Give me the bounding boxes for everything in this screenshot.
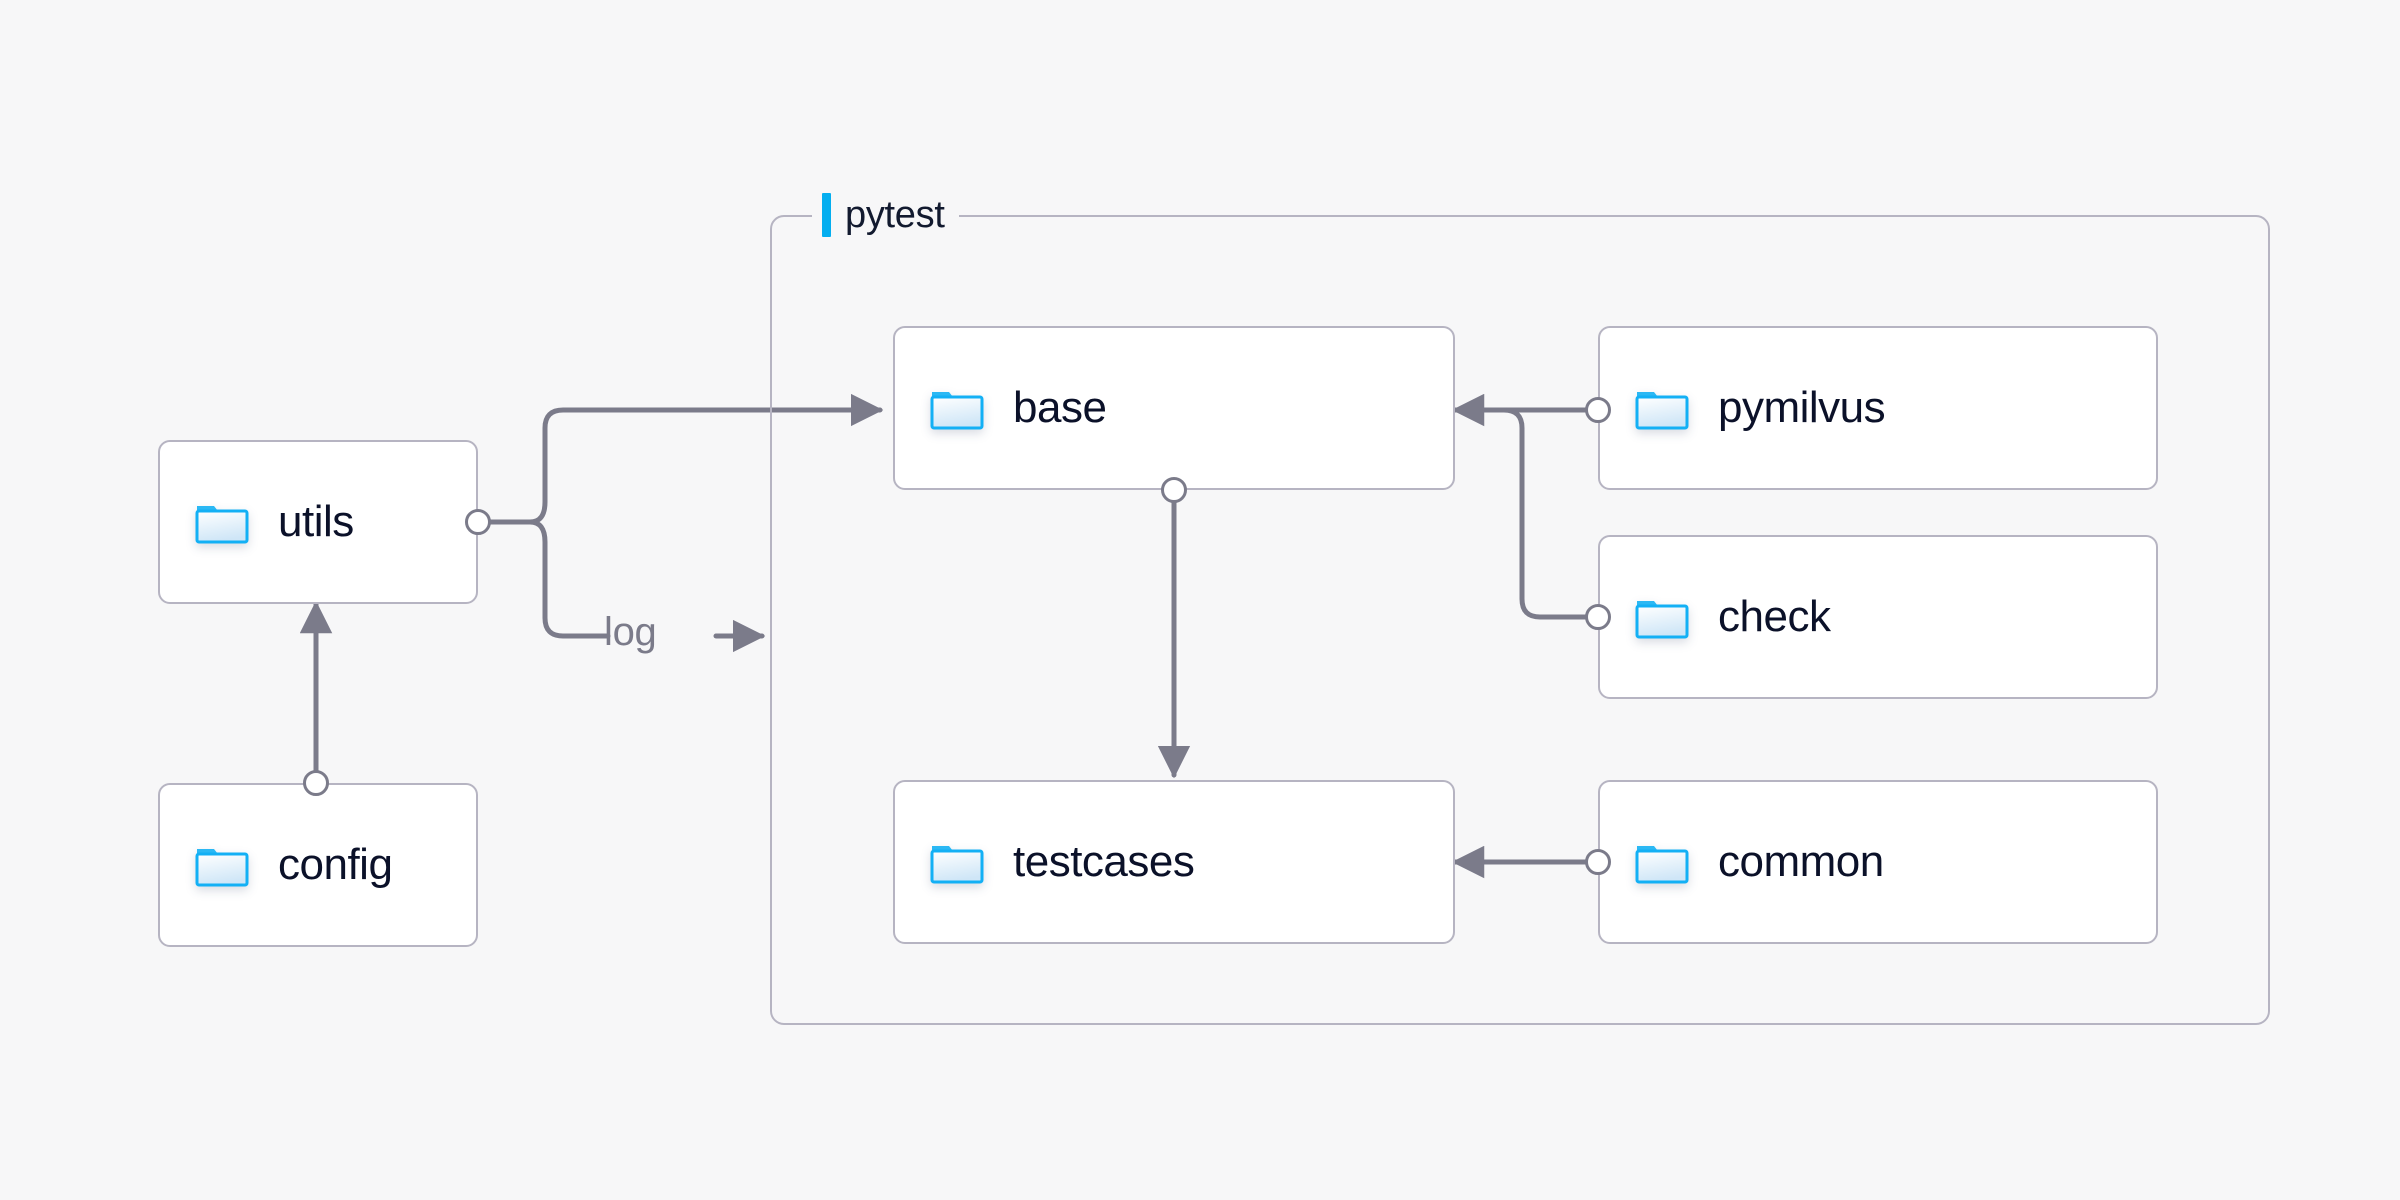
port-check-left[interactable] — [1585, 604, 1611, 630]
accent-bar-icon — [822, 193, 831, 237]
folder-icon — [1634, 839, 1690, 885]
pytest-group-label: pytest — [812, 192, 959, 238]
node-check[interactable]: check — [1598, 535, 2158, 699]
pytest-group-container[interactable] — [770, 215, 2270, 1025]
node-common-label: common — [1718, 837, 1884, 886]
node-config-label: config — [278, 840, 393, 889]
node-base-label: base — [1013, 383, 1107, 432]
port-pymilvus-left[interactable] — [1585, 397, 1611, 423]
node-pymilvus[interactable]: pymilvus — [1598, 326, 2158, 490]
port-base-bottom[interactable] — [1161, 477, 1187, 503]
folder-icon — [1634, 594, 1690, 640]
folder-icon — [1634, 385, 1690, 431]
node-config[interactable]: config — [158, 783, 478, 947]
node-common[interactable]: common — [1598, 780, 2158, 944]
port-common-left[interactable] — [1585, 849, 1611, 875]
folder-icon — [929, 839, 985, 885]
port-config-top[interactable] — [303, 770, 329, 796]
node-testcases-label: testcases — [1013, 837, 1195, 886]
wire-utils-to-log — [527, 519, 611, 639]
node-utils-label: utils — [278, 497, 354, 546]
node-testcases[interactable]: testcases — [893, 780, 1455, 944]
node-check-label: check — [1718, 592, 1831, 641]
folder-icon — [194, 842, 250, 888]
folder-icon — [194, 499, 250, 545]
node-base[interactable]: base — [893, 326, 1455, 490]
edge-label-log: log — [604, 610, 657, 654]
port-utils-right[interactable] — [465, 509, 491, 535]
node-utils[interactable]: utils — [158, 440, 478, 604]
node-pymilvus-label: pymilvus — [1718, 383, 1886, 432]
pytest-group-title: pytest — [845, 194, 945, 236]
folder-icon — [929, 385, 985, 431]
